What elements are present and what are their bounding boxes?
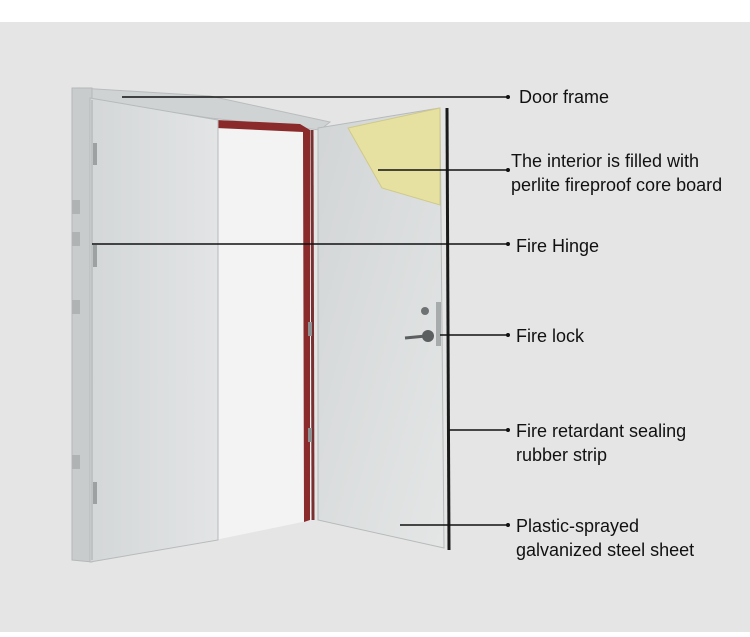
left-hinge-top	[93, 143, 97, 165]
label-fire-hinge: Fire Hinge	[516, 234, 599, 258]
right-door-leaf	[317, 107, 445, 549]
left-door-leaf	[89, 97, 219, 563]
lock-handle-rose	[422, 330, 434, 342]
left-hinge-mid	[93, 245, 97, 267]
door-opening	[215, 123, 312, 540]
lock-cylinder	[421, 307, 429, 315]
leader-dot	[506, 523, 510, 527]
perlite-core-board	[347, 107, 441, 206]
label-fire-lock-text: Fire lock	[516, 326, 585, 346]
lock-plate	[436, 302, 441, 346]
label-sealing-line1: Fire retardant sealing	[516, 421, 687, 441]
label-fire-hinge-text: Fire Hinge	[516, 236, 600, 256]
lock-handle-lever	[404, 334, 427, 340]
right-hinge	[308, 428, 312, 442]
label-steel-line2: galvanized steel sheet	[516, 540, 695, 560]
frame-notch	[72, 200, 80, 214]
leader-dot	[506, 333, 510, 337]
label-sealing-line2: rubber strip	[516, 445, 608, 465]
sealing-rubber-strip	[445, 107, 451, 551]
label-door-frame-text: Door frame	[519, 87, 610, 107]
label-interior-line1: The interior is filled with	[511, 151, 700, 171]
leader-dot	[506, 242, 510, 246]
leader-dot	[506, 95, 510, 99]
label-interior-core-board: The interior is filled with perlite fire…	[511, 149, 722, 197]
frame-notch	[72, 455, 80, 469]
right-door-hinge-edge	[310, 129, 315, 521]
label-interior-line2: perlite fireproof core board	[511, 175, 723, 195]
door-frame-left-post	[71, 87, 93, 563]
right-hinge	[308, 322, 312, 336]
label-sealing-strip: Fire retardant sealing rubber strip	[516, 419, 686, 467]
label-steel-line1: Plastic-sprayed	[516, 516, 640, 536]
label-door-frame: Door frame	[519, 85, 609, 109]
leader-dot	[506, 168, 510, 172]
label-steel-sheet: Plastic-sprayed galvanized steel sheet	[516, 514, 694, 562]
left-hinge-bottom	[93, 482, 97, 504]
frame-notch	[72, 232, 80, 246]
leader-dot	[506, 428, 510, 432]
frame-notch	[72, 300, 80, 314]
label-fire-lock: Fire lock	[516, 324, 584, 348]
